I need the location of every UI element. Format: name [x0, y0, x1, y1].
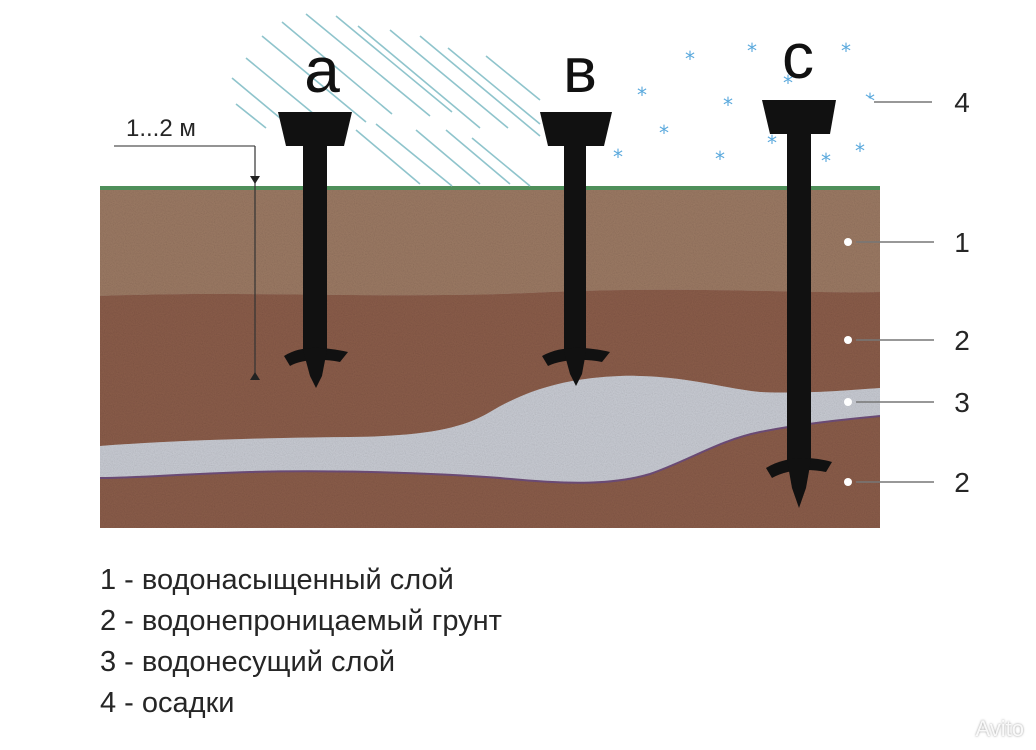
rain-lines-icon: [231, 13, 541, 187]
callout-number-2a: 2: [954, 325, 970, 356]
pile-c: с: [762, 20, 836, 508]
callout-layer-1: 1: [844, 227, 970, 258]
pile-c-label: с: [782, 20, 814, 92]
legend-item-2: 2 - водонепроницаемый грунт: [100, 605, 502, 637]
callout-number-1: 1: [954, 227, 970, 258]
snowflake-icon: * * * * * * * * * * * * *: [613, 39, 875, 173]
pile-a: а: [278, 34, 352, 388]
aquifer-layer: [100, 375, 880, 483]
svg-text:*: *: [821, 149, 831, 173]
pile-b: в: [540, 34, 612, 386]
depth-dimension: 1...2 м: [114, 115, 260, 380]
svg-text:*: *: [659, 121, 669, 145]
svg-text:*: *: [767, 131, 777, 155]
svg-text:*: *: [723, 93, 733, 117]
svg-text:*: *: [637, 83, 647, 107]
callout-layer-3: 3: [844, 387, 970, 418]
svg-text:*: *: [841, 39, 851, 63]
legend-item-1: 1 - водонасыщенный слой: [100, 564, 454, 596]
callout-number-4: 4: [954, 87, 970, 118]
avito-logo-icon: Avito: [975, 716, 1024, 742]
pile-a-label: а: [304, 34, 340, 106]
aquifer-bottom-line: [100, 415, 880, 484]
callout-layer-2-upper: 2: [844, 325, 970, 356]
svg-text:*: *: [855, 139, 865, 163]
callout-number-3: 3: [954, 387, 970, 418]
legend-item-4: 4 - осадки: [100, 687, 235, 719]
watermark-text: Avito: [975, 716, 1024, 741]
legend: 1 - водонасыщенный слой 2 - водонепрониц…: [100, 560, 800, 724]
pile-b-label: в: [563, 34, 597, 106]
callout-number-2b: 2: [954, 467, 970, 498]
svg-text:*: *: [685, 47, 695, 71]
callout-precipitation: 4: [864, 87, 970, 118]
depth-label: 1...2 м: [126, 115, 196, 142]
svg-text:*: *: [715, 147, 725, 171]
svg-text:*: *: [783, 71, 793, 95]
svg-text:*: *: [613, 145, 623, 169]
callout-layer-2-lower: 2: [844, 467, 970, 498]
ground-section: [100, 188, 880, 528]
legend-item-3: 3 - водонесущий слой: [100, 646, 396, 678]
svg-text:*: *: [747, 39, 757, 63]
